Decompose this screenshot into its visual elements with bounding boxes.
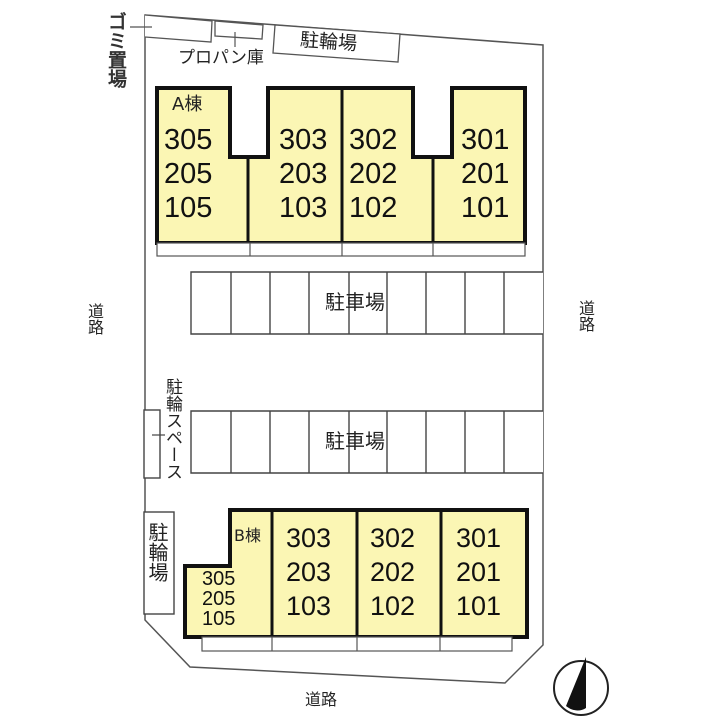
building-b-unit-305: 305 205 105	[202, 568, 236, 630]
building-a-unit-301: 301 201 101	[461, 124, 510, 224]
parking-label-2: 駐車場	[325, 429, 385, 453]
bicycle-space-label: 駐輪スペース	[162, 378, 182, 480]
north-arrow-icon	[553, 657, 609, 716]
building-a-name: A棟	[172, 94, 203, 115]
garbage-area	[144, 14, 213, 43]
garbage-area-label: ゴミ置場	[105, 12, 127, 88]
bicycle-parking-top	[272, 24, 401, 63]
bicycle-parking-top-label: 駐輪場	[299, 29, 358, 55]
bicycle-parking-bottom	[143, 511, 175, 615]
parking-row-2	[190, 410, 543, 474]
building-a-unit-302: 302 202 102	[349, 124, 398, 224]
building-b-unit-302: 302 202 102	[370, 523, 416, 621]
propane-storage	[214, 20, 264, 40]
parking-row-1	[190, 271, 543, 335]
building-a-unit-303: 303 203 103	[279, 124, 328, 224]
propane-storage-label: プロパン庫	[178, 48, 264, 68]
building-b-unit-301: 301 201 101	[456, 523, 502, 621]
building-a-unit-305: 305 205 105	[164, 124, 213, 224]
bicycle-space-box	[143, 409, 161, 479]
building-b-unit-303: 303 203 103	[286, 523, 332, 621]
road-left-label: 道路	[85, 303, 104, 335]
building-b-name: B棟	[234, 526, 261, 545]
road-bottom-label: 道路	[305, 690, 338, 709]
bicycle-parking-bottom-label: 駐輪場	[145, 522, 169, 582]
parking-label-1: 駐車場	[325, 290, 385, 314]
road-right-label: 道路	[576, 300, 595, 332]
